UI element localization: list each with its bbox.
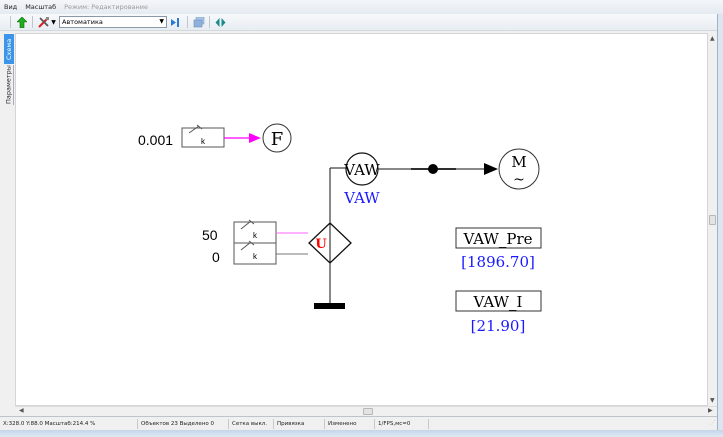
chevron-down-icon[interactable]: ▼ — [159, 18, 164, 25]
function-node-label: F — [271, 129, 284, 150]
motor-sub: ~ — [513, 172, 525, 188]
scroll-left-icon[interactable]: ◀ — [19, 407, 24, 414]
scroll-right-icon[interactable]: ▶ — [708, 407, 713, 414]
arrow-head-pink — [249, 133, 261, 143]
toolbar-separator — [209, 16, 210, 28]
status-divider — [324, 419, 325, 429]
resize-grip-icon[interactable]: ⋰ — [710, 420, 716, 426]
motor-symbol: M — [511, 153, 526, 171]
const3-switch-lever — [240, 241, 252, 251]
toolbar-separator — [32, 16, 33, 28]
tools-icon[interactable] — [37, 16, 50, 29]
status-divider — [374, 419, 375, 429]
const3-block-label: k — [253, 252, 258, 261]
diagram-canvas[interactable]: 0.001 k F VAW VAW M ~ — [15, 33, 708, 406]
status-divider — [137, 419, 138, 429]
mode-combobox[interactable]: Автоматика ▼ — [59, 16, 167, 28]
window-border — [717, 14, 723, 430]
menu-scale[interactable]: Масштаб — [25, 3, 57, 11]
const2-switch-lever — [240, 220, 252, 230]
vaw-meter-caption: VAW — [343, 189, 380, 207]
status-divider — [228, 419, 229, 429]
vertical-scrollbar[interactable]: ▲ ▼ — [708, 33, 717, 406]
readout-vaw-i-value: [21.90] — [471, 317, 526, 335]
tab-parameters[interactable]: Параметры — [4, 65, 14, 105]
vertical-scroll-thumb[interactable] — [709, 215, 716, 225]
taskbar-strip — [0, 430, 723, 437]
function-node[interactable] — [262, 123, 292, 153]
toolbar-separator — [10, 16, 11, 28]
status-divider — [428, 419, 429, 429]
const1-switch-lever — [188, 125, 200, 134]
toolbar: ▼ Автоматика ▼ — [0, 14, 723, 31]
ground-icon — [314, 303, 345, 309]
mode-indicator: Режим: Редактирование — [64, 3, 148, 11]
horizontal-scrollbar[interactable]: ◀ ▶ — [15, 406, 717, 415]
scroll-up-icon[interactable]: ▲ — [710, 35, 715, 42]
arrow-head-black — [484, 163, 498, 175]
const3-switch-tip — [248, 240, 255, 246]
junction-dot[interactable] — [428, 164, 438, 174]
const1-switch-tip — [196, 124, 203, 130]
const2-switch-tip — [248, 219, 255, 225]
status-divider — [273, 419, 274, 429]
dropdown-arrow-icon[interactable]: ▼ — [51, 18, 56, 26]
status-grid[interactable]: Сетка выкл. — [232, 421, 268, 427]
toolbar-separator — [187, 16, 188, 28]
menu-view[interactable]: Вид — [4, 3, 18, 11]
status-snap[interactable]: Привязка — [277, 421, 305, 427]
source-label: U — [315, 237, 327, 252]
vaw-meter-symbol: VAW — [343, 161, 380, 179]
motor[interactable] — [498, 148, 540, 190]
status-fps: 1/FPS,мс=0 — [378, 421, 411, 427]
green-up-arrow-icon[interactable] — [15, 16, 28, 29]
menubar: Вид Масштаб Режим: Редактирование — [0, 0, 723, 14]
status-changed: Изменено — [328, 421, 357, 427]
status-objects: Объектов 23 Выделено 0 — [141, 421, 215, 427]
const1-value: 0.001 — [138, 132, 173, 148]
status-coords: X:328.0 Y:88.0 Масштаб:214.4 % — [3, 421, 96, 427]
statusbar: X:328.0 Y:88.0 Масштаб:214.4 % Объектов … — [0, 416, 723, 430]
step-icon[interactable] — [170, 16, 183, 29]
const2-value: 50 — [202, 227, 218, 243]
readout-vaw-pre-box[interactable] — [455, 227, 542, 249]
const3-value: 0 — [212, 249, 220, 265]
diagram-svg: 0.001 k F VAW VAW M ~ — [138, 123, 542, 335]
horizontal-scroll-thumb[interactable] — [363, 408, 373, 415]
scroll-down-icon[interactable]: ▼ — [710, 397, 715, 404]
mode-combobox-value: Автоматика — [62, 18, 103, 26]
readout-vaw-i-box[interactable] — [455, 290, 542, 312]
readout-vaw-pre-value: [1896.70] — [461, 253, 535, 271]
refresh-icon[interactable] — [214, 16, 227, 29]
const2-block-label: k — [253, 231, 258, 240]
layers-icon[interactable] — [192, 16, 205, 29]
readout-vaw-pre-name: VAW_Pre — [462, 230, 532, 248]
side-tabs: Схема Параметры — [4, 34, 14, 414]
const1-block-label: k — [201, 137, 206, 146]
readout-vaw-i-name: VAW_I — [473, 293, 523, 311]
tab-schema[interactable]: Схема — [4, 34, 14, 64]
